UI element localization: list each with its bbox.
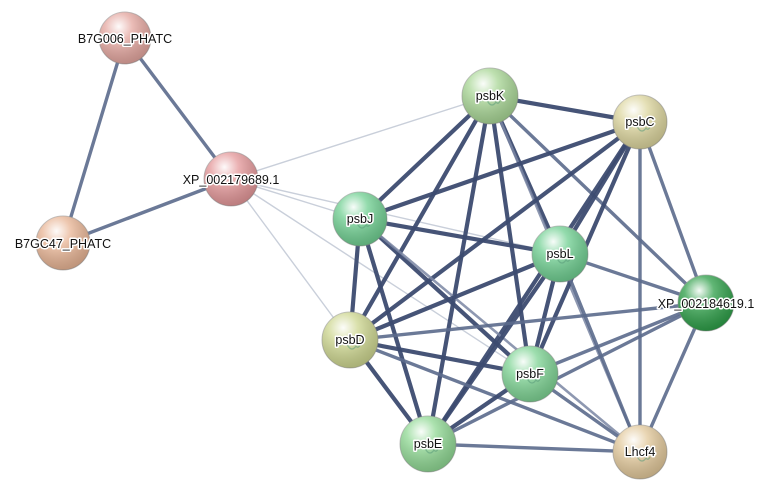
node-highlight <box>204 152 258 206</box>
edge-psbd-xp-002184619-1[interactable] <box>348 301 708 342</box>
edge-xp-002179689-1-psbk[interactable] <box>230 95 491 180</box>
node-label: psbK <box>476 89 505 103</box>
edge-psbc-psbj[interactable] <box>357 119 643 222</box>
node-label: psbC <box>625 115 654 129</box>
edge-psbf-xp-002184619-1[interactable] <box>528 301 708 376</box>
protein-structure-icon <box>417 446 439 454</box>
node-label: psbJ <box>347 212 373 226</box>
edge-xp-002179689-1-psbf[interactable] <box>230 178 531 375</box>
node-b7gc47-phatc[interactable]: B7GC47_PHATC <box>13 215 113 271</box>
node-highlight <box>613 95 667 149</box>
node-label: B7GC47_PHATC <box>15 237 111 251</box>
node-psbk[interactable]: psbK <box>461 67 519 125</box>
edge-psbk-xp-002184619-1[interactable] <box>488 94 708 305</box>
node-label: psbD <box>335 333 364 347</box>
edges-layer <box>61 36 708 454</box>
edge-psbc-psbd[interactable] <box>347 119 643 343</box>
node-highlight <box>99 12 151 64</box>
protein-structure-icon <box>629 454 651 462</box>
node-highlight <box>322 312 378 368</box>
edge-psbe-lhcf4[interactable] <box>426 442 642 454</box>
edge-xp-002179689-1-psbd[interactable] <box>230 178 351 341</box>
node-b7g006-phatc[interactable]: B7G006_PHATC <box>76 11 174 65</box>
protein-structure-icon <box>549 256 571 264</box>
edge-psbk-psbf[interactable] <box>487 93 533 377</box>
node-xp-002179689-1[interactable]: XP_002179689.1 <box>181 151 281 207</box>
node-highlight <box>532 226 588 282</box>
edge-psbl-psbe[interactable] <box>425 251 563 447</box>
node-label: psbF <box>516 367 544 381</box>
node-label: psbE <box>414 437 443 451</box>
edge-psbj-psbf[interactable] <box>357 216 533 377</box>
node-label: XP_002179689.1 <box>183 173 280 187</box>
protein-structure-icon <box>479 98 501 106</box>
node-highlight <box>613 425 667 479</box>
edge-psbj-psbl[interactable] <box>357 216 563 257</box>
node-label: XP_002184619.1 <box>658 297 755 311</box>
node-psbd[interactable]: psbD <box>321 311 379 369</box>
node-psbc[interactable]: psbC <box>612 94 668 150</box>
edge-psbd-psbf[interactable] <box>347 337 533 377</box>
node-xp-002184619-1[interactable]: XP_002184619.1 <box>656 274 756 332</box>
protein-structure-icon <box>349 221 371 229</box>
node-highlight <box>400 416 456 472</box>
edge-b7g006-phatc-xp-002179689-1[interactable] <box>123 36 233 181</box>
edge-psbj-psbe[interactable] <box>357 216 431 447</box>
node-lhcf4[interactable]: Lhcf4 <box>612 424 668 480</box>
node-label: Lhcf4 <box>625 445 656 459</box>
node-label: psbL <box>546 247 573 261</box>
protein-structure-icon <box>629 124 651 132</box>
edge-xp-002179689-1-psbl[interactable] <box>230 178 561 255</box>
edge-xp-002179689-1-b7gc47-phatc[interactable] <box>61 177 233 245</box>
node-highlight <box>462 68 518 124</box>
node-psbj[interactable]: psbJ <box>332 191 388 247</box>
node-highlight <box>36 216 90 270</box>
node-psbl[interactable]: psbL <box>531 225 589 283</box>
node-psbe[interactable]: psbE <box>399 415 457 473</box>
edge-psbk-psbj[interactable] <box>357 93 493 222</box>
edge-psbl-psbd[interactable] <box>347 251 563 343</box>
node-psbf[interactable]: psbF <box>501 345 559 403</box>
node-highlight <box>502 346 558 402</box>
edge-psbj-lhcf4[interactable] <box>358 217 642 454</box>
edge-psbl-lhcf4[interactable] <box>558 252 642 454</box>
node-highlight <box>678 275 734 331</box>
protein-structure-icon <box>339 342 361 350</box>
nodes-layer: B7G006_PHATCXP_002179689.1B7GC47_PHATCps… <box>13 11 756 480</box>
protein-structure-icon <box>519 376 541 384</box>
edge-b7g006-phatc-b7gc47-phatc[interactable] <box>61 36 127 245</box>
node-label: B7G006_PHATC <box>78 32 172 46</box>
edge-psbk-psbe[interactable] <box>425 93 493 447</box>
edge-psbk-psbd[interactable] <box>347 93 493 343</box>
edge-psbe-xp-002184619-1[interactable] <box>426 301 708 446</box>
edge-psbc-xp-002184619-1[interactable] <box>638 120 708 305</box>
node-highlight <box>333 192 387 246</box>
